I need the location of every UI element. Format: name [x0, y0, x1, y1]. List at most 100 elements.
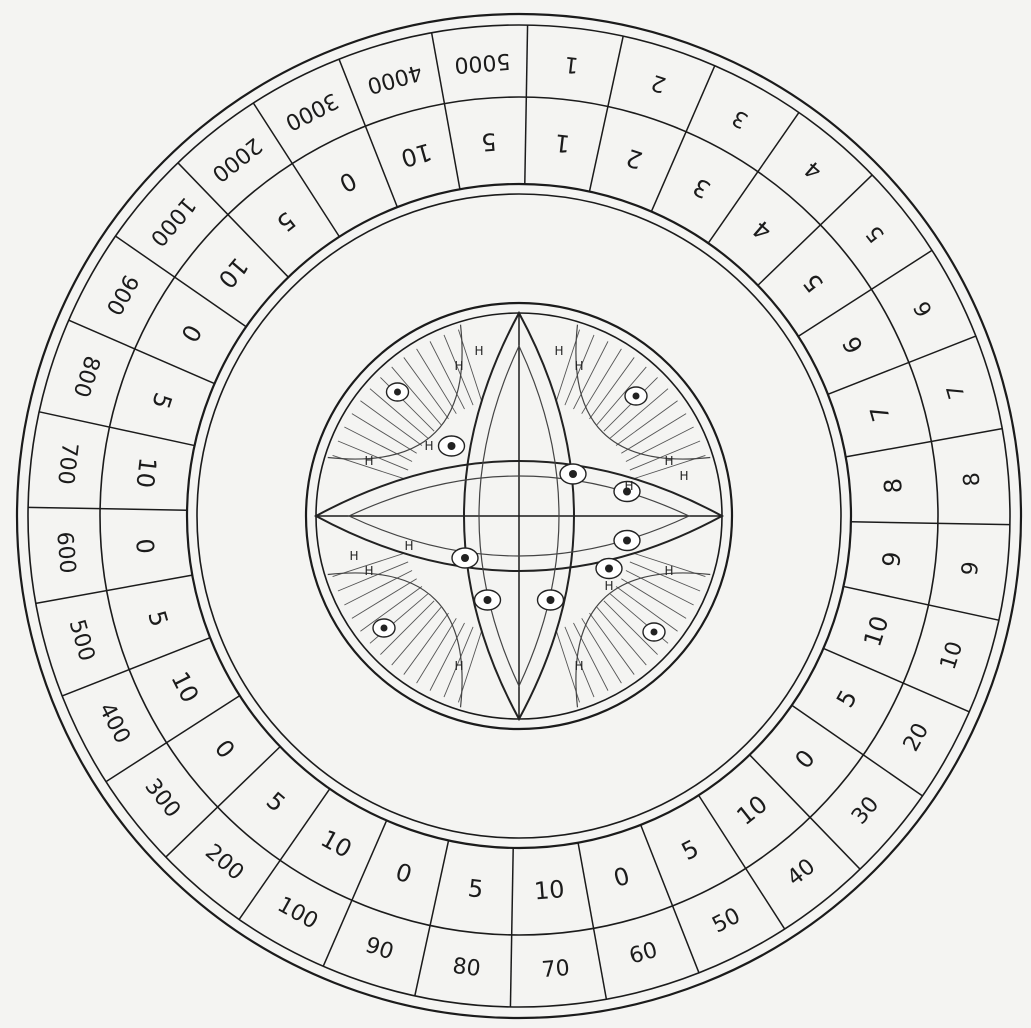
eye-pupil — [605, 565, 613, 573]
outer-ring-label: 3 — [728, 104, 752, 133]
eye-pupil — [448, 442, 456, 450]
outer-ring-label: 20 — [899, 719, 934, 756]
cell-divider — [36, 575, 192, 603]
cell-divider — [708, 113, 799, 244]
inner-ring-label: 5 — [480, 127, 497, 156]
outer-ring-label: 40 — [783, 854, 820, 891]
h-mark: H — [664, 564, 673, 578]
outer-ring-label: 2000 — [207, 132, 266, 186]
outer-ring-label: 7 — [943, 381, 971, 401]
outer-ring-label: 500 — [64, 617, 100, 664]
inner-ring-label: 10 — [212, 252, 253, 293]
inner-ring-label: 5 — [831, 685, 863, 712]
eye-pupil — [394, 389, 401, 396]
cell-divider — [792, 705, 923, 796]
outer-ring-label: 3000 — [281, 87, 342, 135]
hatch-stroke — [404, 357, 449, 418]
eye-pupil — [569, 470, 577, 478]
eye-pupil — [633, 393, 640, 400]
inner-ring-label: 10 — [130, 456, 161, 490]
inner-ring-label: 10 — [165, 667, 204, 707]
inner-ring-label: 0 — [392, 858, 415, 889]
cell-divider — [798, 250, 932, 336]
outer-ring-label: 50 — [708, 903, 744, 938]
cell-divider — [415, 840, 449, 995]
h-mark: H — [624, 479, 633, 493]
inner-ring-label: 0 — [611, 862, 633, 893]
h-mark: H — [404, 539, 413, 553]
eye-pupil — [461, 554, 469, 562]
outer-ring-label: 80 — [451, 954, 482, 982]
outer-ring-label: 70 — [541, 956, 571, 983]
h-mark: H — [454, 659, 463, 673]
h-mark: H — [664, 454, 673, 468]
outer-ring-label: 4 — [800, 155, 827, 183]
inner-ring-label: 5 — [146, 389, 177, 412]
hatch-stroke — [360, 401, 421, 446]
inner-ring-label: 5 — [142, 608, 173, 630]
inner-ring-label: 9 — [877, 550, 907, 568]
inner-ring-label: 10 — [316, 824, 356, 863]
inner-ring-label: 2 — [623, 143, 646, 174]
hatch-stroke — [590, 613, 635, 674]
cell-divider — [28, 507, 187, 510]
h-mark: H — [554, 344, 563, 358]
inner-ring-label: 0 — [789, 744, 820, 774]
outer-ring-label: 90 — [362, 933, 396, 965]
h-mark: H — [364, 564, 373, 578]
h-mark: H — [574, 659, 583, 673]
inner-ring-label: 5 — [261, 786, 291, 817]
h-mark: H — [349, 549, 358, 563]
cell-divider — [525, 25, 528, 184]
inner-ring-label: 4 — [747, 214, 777, 245]
outer-ring-label: 5000 — [453, 48, 511, 77]
inner-ring-label: 5 — [798, 268, 829, 297]
inner-ring-label: 10 — [858, 612, 894, 650]
eye-pupil — [547, 596, 555, 604]
inner-ring-label: 10 — [398, 137, 435, 172]
outer-ring-label: 60 — [627, 938, 661, 970]
cell-divider — [166, 747, 280, 857]
h-mark: H — [474, 344, 483, 358]
inner-ring-label: 5 — [271, 206, 300, 237]
outer-ring-label: 900 — [100, 270, 142, 319]
outer-ring-label: 600 — [51, 531, 79, 575]
inner-ring-label: 0 — [175, 320, 207, 347]
outer-ring-label: 300 — [139, 774, 185, 822]
outer-ring-label: 30 — [847, 792, 884, 830]
outer-ring-label: 800 — [68, 353, 105, 401]
inner-ring-label: 3 — [688, 172, 715, 204]
outer-ring-label: 10 — [936, 638, 968, 672]
cell-divider — [846, 429, 1002, 457]
h-mark: H — [679, 469, 688, 483]
inner-ring-label: 6 — [837, 332, 869, 358]
inner-ring-label: 5 — [466, 874, 484, 904]
inner-ring-label: 7 — [865, 402, 896, 424]
outer-ring-label: 1000 — [145, 192, 200, 251]
inner-ring-label: 8 — [879, 477, 908, 494]
cell-divider — [589, 36, 623, 191]
outer-ring-label: 400 — [93, 699, 134, 748]
inner-ring-label: 0 — [209, 734, 240, 763]
outer-ring-label: 8 — [959, 471, 985, 487]
inner-ring-label: 10 — [731, 790, 772, 831]
inner-ring-label: 0 — [130, 538, 159, 555]
outer-ring-label: 200 — [200, 840, 248, 886]
inner-ring-label: 0 — [335, 166, 361, 198]
outer-ring-label: 2 — [648, 69, 669, 97]
inner-ring-label: 10 — [533, 875, 566, 905]
inner-ring-label: 1 — [553, 128, 571, 158]
h-mark: H — [424, 439, 433, 453]
hatch-stroke — [616, 401, 677, 446]
outer-ring-label: 9 — [958, 560, 984, 577]
outer-ring-label: 1 — [563, 51, 580, 77]
outer-ring-label: 700 — [52, 441, 82, 486]
cell-divider — [510, 848, 513, 1007]
eye-pupil — [484, 596, 492, 604]
eye-pupil — [651, 629, 658, 636]
eye-pupil — [623, 537, 631, 545]
h-mark: H — [454, 359, 463, 373]
